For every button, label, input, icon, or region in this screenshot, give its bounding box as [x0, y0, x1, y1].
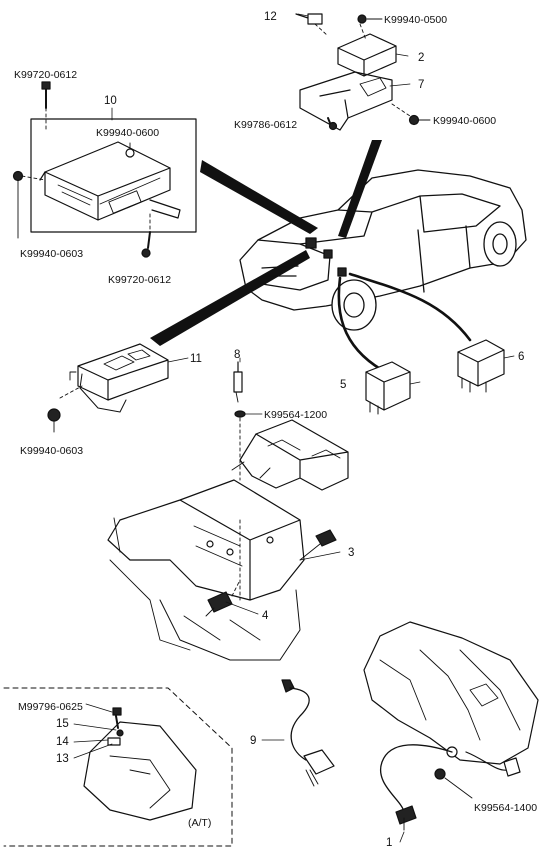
intake-manifold: [239, 419, 349, 491]
ecu-assembly: [12, 81, 197, 258]
arrow-to-ecu: [200, 160, 318, 234]
part-number-labels: K99940-0500 K99720-0612 K99940-0600 K997…: [14, 14, 537, 829]
callout-3: 3: [348, 547, 354, 559]
callout-4: 4: [262, 610, 269, 622]
callout-15: 15: [56, 718, 69, 730]
callout-11: 11: [190, 353, 202, 365]
label-k99940-0603-box: K99940-0603: [20, 445, 83, 457]
at-transmission: [83, 721, 197, 821]
bracket-7: [299, 71, 393, 131]
ecu-bottom-bolt: [141, 213, 151, 258]
callout-14: 14: [56, 736, 69, 748]
ecu-frame: [30, 118, 197, 233]
ecu-bracket: [39, 171, 181, 219]
leader-relay-5: [337, 276, 384, 372]
callout-5: 5: [340, 379, 346, 391]
label-k99720-0612-bottom: K99720-0612: [108, 274, 171, 286]
relay-6: [457, 339, 505, 393]
engine-block: [107, 479, 305, 601]
callout-numbers: 12 2 7 10 11 8 5 6 3 4 9 1 15 14 13: [56, 11, 524, 849]
junction-box-11: [47, 343, 169, 433]
inset-label-at: (A/T): [188, 817, 211, 829]
front-wheel: [331, 279, 377, 331]
sensor-12: [295, 13, 323, 25]
leader-lines: [73, 13, 515, 843]
label-k99940-0600-right: K99940-0600: [433, 115, 496, 127]
speed-sensor-1: [379, 744, 453, 813]
label-k99786-0612: K99786-0612: [234, 119, 297, 131]
callout-10: 10: [104, 95, 117, 107]
ecu-left-nut: [12, 170, 24, 182]
label-k99720-0612-top: K99720-0612: [14, 69, 77, 81]
callout-12: 12: [264, 11, 277, 23]
sensor-8: [233, 361, 243, 393]
box11-nut: [47, 408, 61, 422]
callout-1: 1: [386, 837, 392, 849]
label-k99940-0603-left: K99940-0603: [20, 248, 83, 260]
sensor-3: [315, 529, 337, 547]
nut-right: [408, 114, 420, 126]
bolt-786: [328, 121, 338, 131]
car-outline: [239, 169, 527, 331]
module-2: [337, 33, 397, 77]
washer-1400: [434, 768, 446, 780]
callout-7: 7: [418, 79, 424, 91]
label-k99940-0500: K99940-0500: [384, 14, 447, 26]
engine-assembly: [107, 361, 349, 661]
label-k99940-0600-ecu: K99940-0600: [96, 127, 159, 139]
callout-6: 6: [518, 351, 524, 363]
ecu-top-bolt: [41, 81, 51, 131]
relay-5: [365, 361, 411, 415]
callout-9: 9: [250, 735, 256, 747]
inset-border: [3, 687, 233, 847]
oxygen-sensor-9: [281, 679, 335, 787]
arrow-to-box11: [150, 250, 310, 346]
rear-wheel: [483, 221, 517, 267]
ecu-module: [44, 141, 171, 221]
callout-8: 8: [234, 349, 240, 361]
label-k99564-1200: K99564-1200: [264, 409, 327, 421]
callout-2: 2: [418, 52, 424, 64]
callout-13: 13: [56, 753, 69, 765]
transmission: [363, 621, 539, 831]
at-inset: [3, 687, 233, 847]
label-m99796-0625: M99796-0625: [18, 701, 83, 713]
nut-top: [357, 14, 367, 24]
ecu-nut: [125, 148, 135, 158]
label-k99564-1400: K99564-1400: [474, 802, 537, 814]
leader-relay-6: [348, 272, 472, 342]
top-module-assembly: [295, 13, 431, 131]
